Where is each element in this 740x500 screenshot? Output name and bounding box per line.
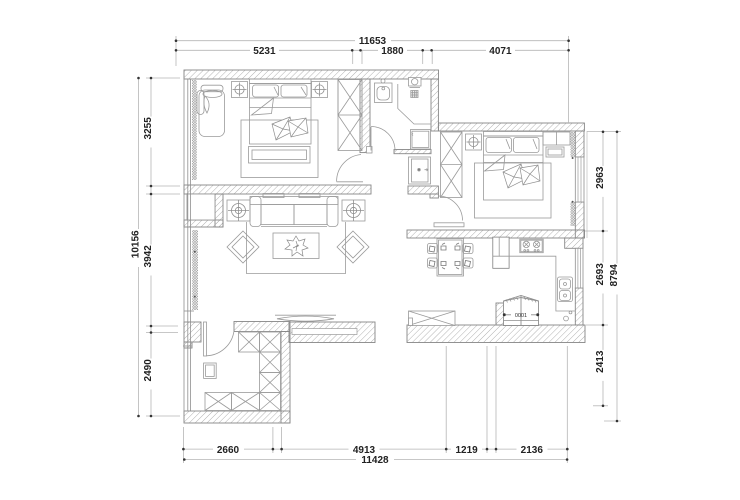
svg-text:2660: 2660 [217, 445, 240, 456]
svg-text:2963: 2963 [595, 166, 606, 189]
svg-text:11428: 11428 [361, 455, 389, 466]
svg-text:1880: 1880 [381, 46, 404, 57]
svg-text:11653: 11653 [359, 36, 387, 47]
svg-text:8794: 8794 [609, 264, 620, 287]
svg-text:3255: 3255 [143, 117, 154, 140]
svg-text:2693: 2693 [595, 263, 606, 286]
svg-text:5231: 5231 [253, 46, 276, 57]
svg-text:2136: 2136 [521, 445, 544, 456]
svg-text:4071: 4071 [489, 46, 512, 57]
svg-text:10156: 10156 [131, 230, 142, 258]
svg-text:4913: 4913 [353, 445, 376, 456]
svg-text:2413: 2413 [595, 350, 606, 373]
svg-text:2490: 2490 [143, 359, 154, 382]
svg-text:3942: 3942 [143, 245, 154, 268]
svg-text:0001: 0001 [515, 313, 527, 319]
svg-text:1219: 1219 [455, 445, 478, 456]
